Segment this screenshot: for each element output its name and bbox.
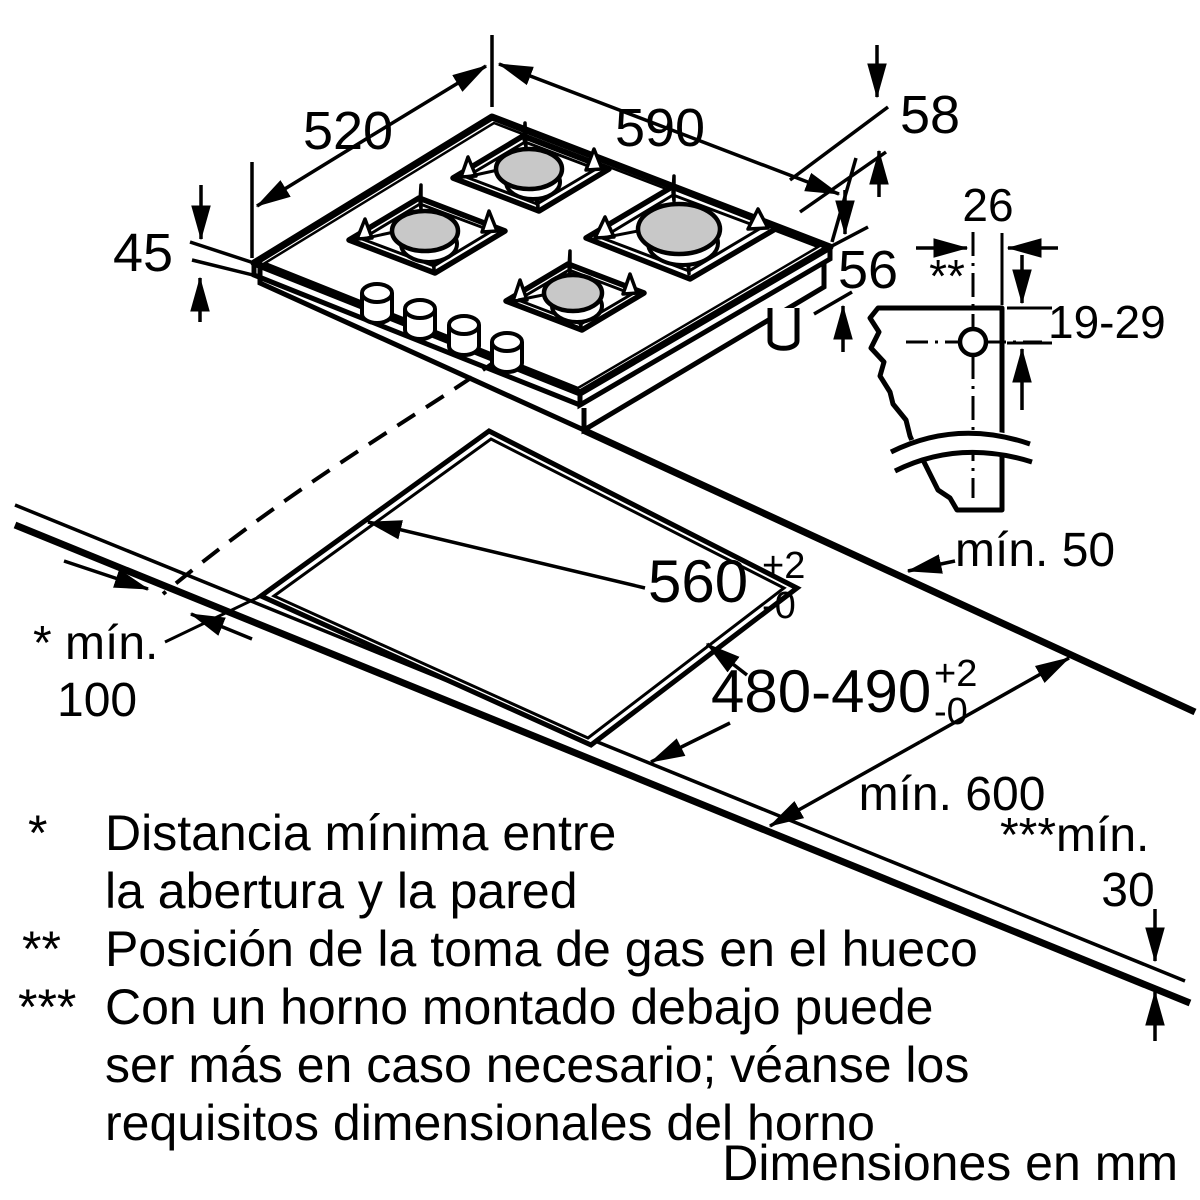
- gas-inlet-hole: [957, 326, 989, 358]
- cutout-depth-tol-minus: -0: [934, 691, 968, 733]
- worktop-cutout: [164, 428, 802, 748]
- footnote-2-marker: **: [22, 921, 61, 977]
- front-clearance-label-line2: 30: [1101, 864, 1154, 917]
- footnote-3-line1: Con un horno montado debajo puede: [105, 979, 933, 1035]
- side-clearance-label-line1: * mín.: [33, 617, 158, 670]
- gas-position-marker: **: [929, 250, 965, 302]
- footnote-3-line3: requisitos dimensionales del horno: [105, 1095, 875, 1151]
- burner-front: [503, 249, 647, 333]
- dim-gas-offset-label: 26: [962, 179, 1013, 231]
- cutout-depth-tol-plus: +2: [934, 653, 977, 695]
- footnote-3-marker: ***: [18, 979, 76, 1035]
- dim-hob-height-label: 45: [113, 223, 173, 283]
- units-note: Dimensiones en mm: [722, 1135, 1178, 1191]
- footnotes: * Distancia mínima entre la abertura y l…: [18, 805, 978, 1151]
- dim-cutout-width-label: 560: [648, 548, 748, 615]
- rear-clearance-label: mín. 50: [955, 524, 1115, 577]
- footnote-2-line1: Posición de la toma de gas en el hueco: [105, 921, 978, 977]
- dim-gas-range-label: 19-29: [1048, 296, 1166, 348]
- burner-right: [583, 174, 780, 282]
- cutout-width-tol-plus: +2: [762, 545, 805, 587]
- burner-left: [346, 183, 508, 276]
- dimension-labels: 520 590 58 45 56 26 ** 19-29 560 +2 -0 4…: [33, 85, 1166, 917]
- dim-hob-width-label: 590: [615, 98, 705, 158]
- front-clearance-label-line1: ***mín.: [1000, 809, 1149, 862]
- worktop-and-wall-lines: [13, 426, 1197, 1007]
- footnote-1-line2: la abertura y la pared: [105, 863, 578, 919]
- side-clearance-label-line2: 100: [57, 674, 137, 727]
- dim-hob-depth-label: 520: [303, 101, 393, 161]
- worktop-depth-label: mín. 600: [859, 768, 1046, 821]
- projection-dashed-line: [161, 356, 502, 596]
- footnote-1-marker: *: [28, 805, 47, 861]
- burner-back: [450, 121, 612, 214]
- hob-leg: [767, 308, 800, 351]
- hob-isometric-view: [250, 113, 834, 435]
- cutout-width-tol-minus: -0: [762, 585, 796, 627]
- hob-knobs: [360, 282, 524, 374]
- dim-cutout-depth-label: 480-490: [711, 658, 931, 725]
- dim-edge-height-label: 58: [900, 85, 960, 145]
- footnote-3-line2: ser más en caso necesario; véanse los: [105, 1037, 969, 1093]
- gas-connection-detail: [867, 232, 1042, 513]
- dimension-lines: [63, 35, 1165, 1041]
- dim-below-height-label: 56: [838, 240, 898, 300]
- footnote-1-line1: Distancia mínima entre: [105, 805, 616, 861]
